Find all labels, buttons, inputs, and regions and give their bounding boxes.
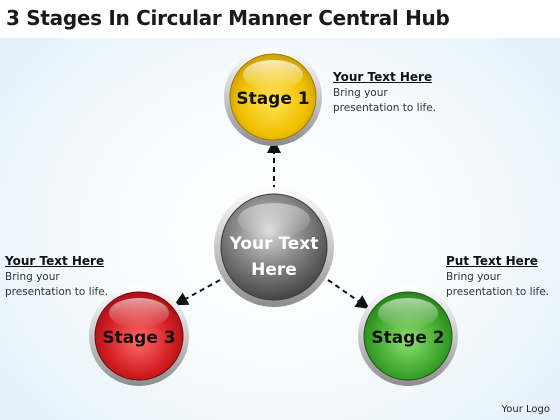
text-block-line: Bring your [446,271,501,283]
text-block-line: presentation to life. [333,102,437,114]
text-block-top-right: Your Text Here Bring your presentation t… [333,70,436,116]
text-block-line: presentation to life. [5,286,109,298]
arrow-to-stage-2 [327,279,370,309]
stage-2-node: Stage 2 [358,286,458,386]
stage-1-label: Stage 1 [236,89,309,109]
text-block-bottom-right: Put Text Here Bring your presentation to… [446,254,549,300]
text-block-line: Bring your [333,87,388,99]
hub-label-line-1: Your Text [229,234,319,254]
text-block-body: Bring your presentation to life. [333,86,436,116]
text-block-heading: Your Text Here [5,254,105,268]
arrow-to-stage-3 [173,279,221,306]
text-block-body: Bring your presentation to life. [446,270,549,300]
central-hub-node: Your Text Here [214,187,334,307]
text-block-line: presentation to life. [446,286,550,298]
stage-3-label: Stage 3 [102,328,175,348]
stage-3-node: Stage 3 [89,286,189,386]
hub-label-line-2: Here [251,260,297,280]
stage-1-node: Stage 1 [224,48,322,146]
text-block-body: Bring your presentation to life. [5,270,108,300]
text-block-line: Bring your [5,271,60,283]
text-block-bottom-left: Your Text Here Bring your presentation t… [5,254,108,300]
title-bar: 3 Stages In Circular Manner Central Hub [0,0,560,38]
page-title: 3 Stages In Circular Manner Central Hub [6,6,450,30]
stage-2-label: Stage 2 [371,328,444,348]
footer-logo: Your Logo [501,404,550,415]
text-block-heading: Put Text Here [446,254,538,268]
text-block-heading: Your Text Here [333,70,433,84]
